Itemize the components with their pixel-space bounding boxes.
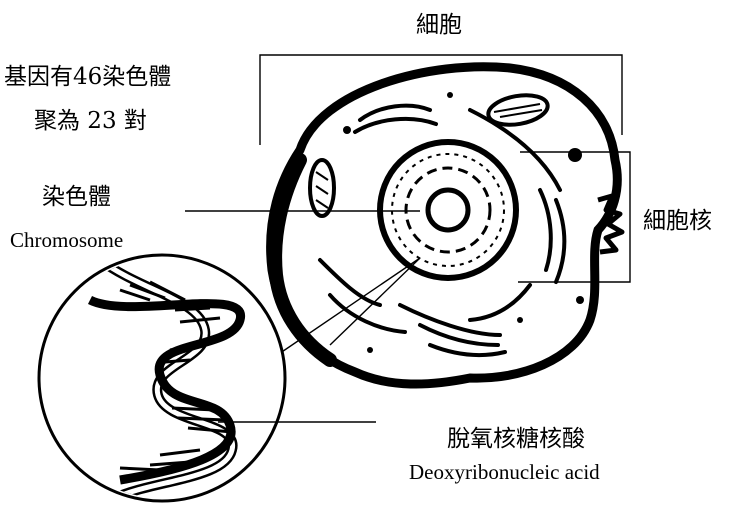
dna-zoom-circle xyxy=(39,255,285,501)
dna-label-en: Deoxyribonucleic acid xyxy=(409,462,600,483)
cell-body xyxy=(271,67,622,384)
genes-label-line1: 基因有46染色體 xyxy=(4,66,171,89)
chromosome-label-zh: 染色體 xyxy=(42,186,111,209)
genes-label-line2: 聚為 23 對 xyxy=(34,110,147,133)
cell-label: 細胞 xyxy=(416,14,462,37)
chromosome-label-en: Chromosome xyxy=(10,230,123,251)
dna-label-zh: 脫氧核糖核酸 xyxy=(447,428,585,451)
nucleus-label: 細胞核 xyxy=(643,210,712,233)
